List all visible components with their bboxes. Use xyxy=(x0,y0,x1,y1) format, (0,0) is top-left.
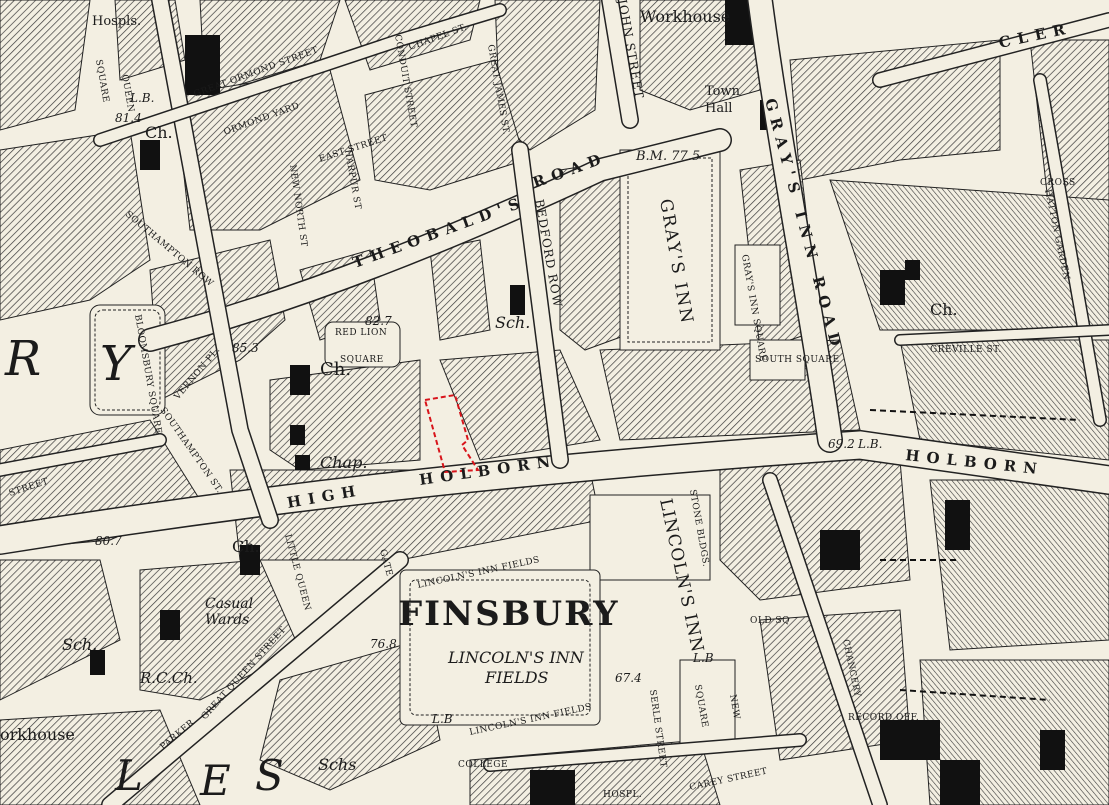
place-label-south-square: SOUTH SQUARE xyxy=(755,355,840,365)
benchmark-lb-a: L.B xyxy=(692,651,714,665)
place-label-casual: Casual xyxy=(205,596,253,612)
place-label-ch-4: Ch. xyxy=(930,300,958,319)
place-label-lincolns-inn-fields-b: FIELDS xyxy=(484,668,549,687)
district-letter-y: Y xyxy=(100,336,136,392)
garden-squares xyxy=(89,149,806,746)
place-label-wards: Wards xyxy=(205,612,249,628)
district-letter-s: S xyxy=(255,751,284,800)
place-label-hall: Hall xyxy=(705,101,732,116)
finsbury-label: FINSBURY xyxy=(398,594,620,634)
benchmark-768: 76.8 xyxy=(370,637,397,651)
place-label-sch-1: Sch. xyxy=(495,313,530,332)
place-label-ch-1: Ch. xyxy=(145,123,173,142)
benchmark-674: 67.4 xyxy=(615,671,642,685)
benchmark-lb-b: L.B xyxy=(431,712,453,726)
place-label-town: Town xyxy=(705,84,741,99)
place-label-chap: Chap. xyxy=(320,453,367,472)
benchmark-814: 81.4 xyxy=(115,111,142,125)
district-letter-l: L xyxy=(114,751,143,800)
place-label-hospl-bottom: HOSPL. xyxy=(603,790,642,800)
place-label-ch-2: Ch. xyxy=(320,359,351,380)
benchmark-807: 80.7 xyxy=(95,534,122,548)
benchmark-853: 85.3 xyxy=(232,341,259,355)
benchmark-lb-814: L.B. xyxy=(129,91,154,105)
place-label-record-off: RECORD OFF. xyxy=(848,713,919,723)
place-label-lincolns-inn-fields-a: LINCOLN'S INN xyxy=(447,648,585,667)
place-label-old-sq: OLD SQ xyxy=(750,616,790,626)
place-label-schs: Schs xyxy=(318,755,356,774)
benchmark-692: 69.2 xyxy=(828,437,855,451)
place-label-rcch: R.C.Ch. xyxy=(139,669,198,687)
road-label-new: NEW xyxy=(727,694,741,721)
place-label-college: COLLEGE xyxy=(458,760,508,770)
place-label-square-rl: SQUARE xyxy=(340,355,384,365)
district-letter-r: R xyxy=(4,331,41,387)
solid-buildings xyxy=(90,0,1065,805)
place-label-ch-3: Ch. xyxy=(232,537,260,556)
district-boundary xyxy=(869,409,1081,701)
district-letter-e: E xyxy=(199,756,231,805)
benchmark-827: 82.7 xyxy=(365,314,392,328)
benchmark-bm: B.M. 77.5 xyxy=(635,149,700,164)
benchmark-lb-692: L.B. xyxy=(857,437,882,451)
place-label-workhouse-top: Workhouse xyxy=(640,7,730,26)
place-label-hospls-top: Hospls. xyxy=(92,14,141,29)
road-label-greville-st: GREVILLE ST. xyxy=(930,345,1002,355)
place-label-sch-2: Sch. xyxy=(62,635,97,654)
road-label-cross: CROSS xyxy=(1040,178,1076,188)
highlighted-plot[interactable] xyxy=(423,393,480,474)
place-label-red-lion: RED LION xyxy=(335,328,387,338)
place-label-workhouse-bottom: orkhouse xyxy=(0,725,75,744)
